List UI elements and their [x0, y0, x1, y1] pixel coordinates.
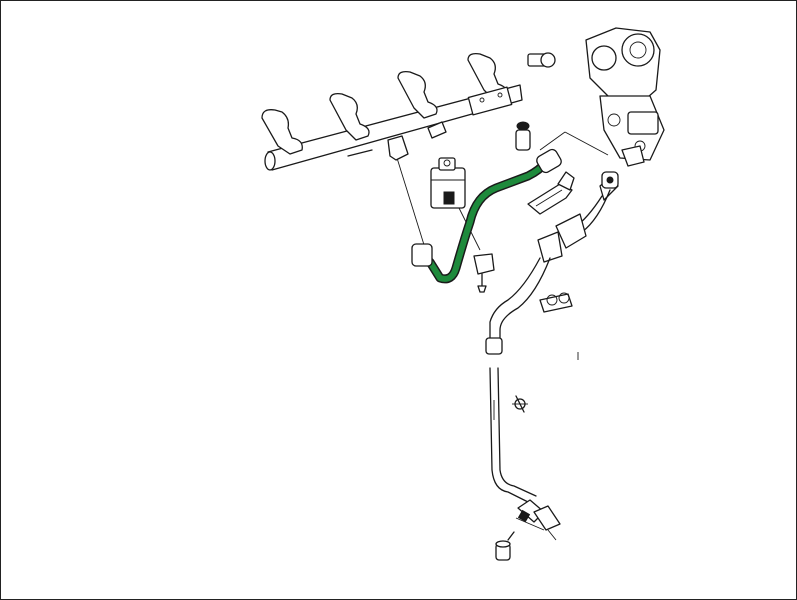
fuel-line-fitting-lower	[411, 243, 433, 267]
clamp-screw[interactable]	[512, 395, 528, 413]
highlighted-fuel-line[interactable]	[411, 148, 563, 284]
hose-clip[interactable]	[539, 292, 573, 313]
seal-cap[interactable]	[495, 531, 515, 561]
hose-connector[interactable]	[473, 253, 495, 293]
high-pressure-pump[interactable]	[585, 27, 665, 167]
mounting-bolt[interactable]	[515, 52, 556, 151]
background-smudge	[88, 97, 233, 192]
fuel-line-fitting-upper	[536, 148, 562, 174]
fuel-feed-pipe[interactable]	[489, 367, 561, 541]
retaining-clip[interactable]	[527, 171, 575, 215]
return-hose[interactable]	[485, 175, 619, 355]
pressure-sensor[interactable]	[430, 157, 466, 209]
highlighted-fuel-line-fill	[427, 159, 549, 282]
fuel-rail[interactable]	[261, 52, 523, 171]
pump-fitting[interactable]	[601, 171, 619, 189]
